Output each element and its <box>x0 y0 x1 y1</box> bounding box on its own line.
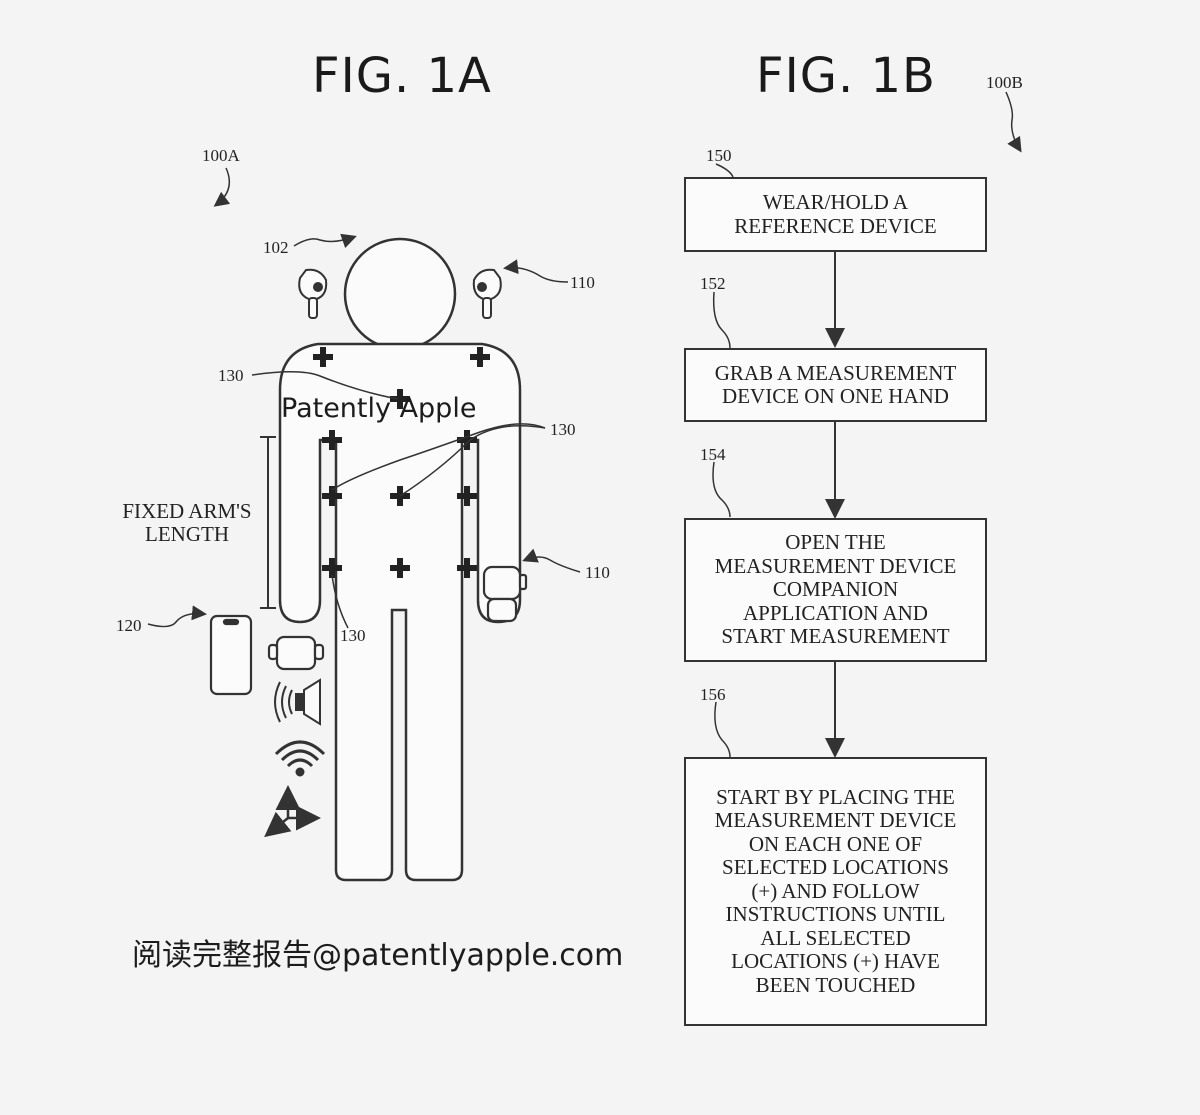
arm-length-label-line2: LENGTH <box>108 523 266 546</box>
flow-step-1: WEAR/HOLD A REFERENCE DEVICE <box>684 177 987 252</box>
watch-on-wrist-icon <box>484 567 526 621</box>
ref-label-joints-right: 130 <box>550 420 576 440</box>
footer-watermark: 阅读完整报告@patentlyapple.com <box>132 930 623 974</box>
flow-step-2: GRAB A MEASUREMENT DEVICE ON ONE HAND <box>684 348 987 422</box>
axes-icon <box>268 790 316 834</box>
ref-label-figure-1b: 100B <box>986 73 1023 93</box>
ref-label-earbuds: 110 <box>570 273 595 293</box>
ref-label-step-3: 154 <box>700 445 726 465</box>
ref-label-step-1: 150 <box>706 146 732 166</box>
ref-label-step-2: 152 <box>700 274 726 294</box>
earbud-left-icon <box>299 270 326 318</box>
watch-icon <box>269 637 323 669</box>
arm-length-label: FIXED ARM'S LENGTH <box>108 500 266 546</box>
ref-label-head: 102 <box>263 238 289 258</box>
ref-label-joints-bottom: 130 <box>340 626 366 646</box>
ref-label-watch: 110 <box>585 563 610 583</box>
wifi-icon <box>276 742 324 775</box>
earbud-right-icon <box>474 270 501 318</box>
arm-length-label-line1: FIXED ARM'S <box>108 500 266 523</box>
ref-label-step-4: 156 <box>700 685 726 705</box>
flow-step-4: START BY PLACING THE MEASUREMENT DEVICE … <box>684 757 987 1026</box>
patently-apple-watermark: Patently Apple <box>281 393 476 424</box>
flow-step-3: OPEN THE MEASUREMENT DEVICE COMPANION AP… <box>684 518 987 662</box>
ref-label-figure-1a: 100A <box>202 146 240 166</box>
phone-icon <box>211 616 251 694</box>
ref-label-joints-left: 130 <box>218 366 244 386</box>
ref-label-phone: 120 <box>116 616 142 636</box>
body-outline <box>280 344 520 880</box>
head <box>345 239 455 349</box>
speaker-icon <box>275 680 320 724</box>
